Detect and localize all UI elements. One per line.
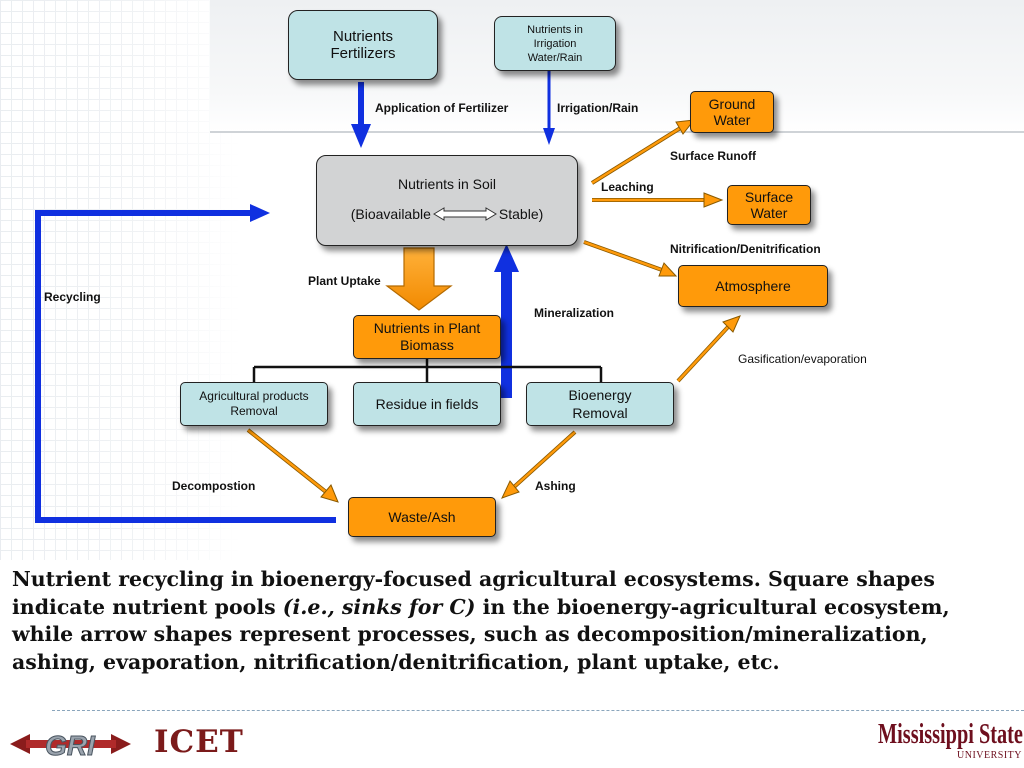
caption-part-1: Nutrient recycling in bioenergy-focused … bbox=[12, 567, 935, 619]
leaching-arrow bbox=[592, 192, 724, 208]
waste-ash-label: Waste/Ash bbox=[388, 509, 456, 525]
surface-water-pool: Surface Water bbox=[727, 185, 811, 225]
fertilizers-label: Nutrients Fertilizers bbox=[330, 28, 396, 62]
decomposition-label: Decompostion bbox=[172, 479, 256, 493]
ground-water-label: Ground Water bbox=[708, 96, 756, 128]
soil-stable: Stable) bbox=[498, 205, 544, 222]
fertilizers-pool: Nutrients Fertilizers bbox=[288, 10, 438, 80]
caption-part-2: in the bioenergy-agricultural ecosystem,… bbox=[12, 594, 950, 674]
ag-products-label: Agricultural products Removal bbox=[199, 389, 309, 418]
residue-pool: Residue in fields bbox=[353, 382, 501, 426]
msu-logo-university: UNIVERSITY bbox=[957, 750, 1022, 761]
leaching-label: Leaching bbox=[601, 180, 654, 194]
ground-water-pool: Ground Water bbox=[690, 91, 774, 133]
surface-runoff-label: Surface Runoff bbox=[670, 149, 757, 163]
ashing-label: Ashing bbox=[535, 479, 576, 493]
biomass-connector bbox=[252, 358, 603, 382]
msu-logo: Mississippi State UNIVERSITY bbox=[878, 718, 1024, 768]
caption-italic: (i.e., sinks for C) bbox=[282, 594, 476, 619]
soil-bioavailable: (Bioavailable bbox=[350, 205, 431, 222]
recycling-label: Recycling bbox=[44, 290, 101, 304]
band-divider bbox=[210, 131, 1024, 133]
nitrification-arrow bbox=[583, 240, 678, 277]
irrigation-pool: Nutrients in Irrigation Water/Rain bbox=[494, 16, 616, 71]
surface-water-label: Surface Water bbox=[744, 189, 794, 221]
waste-ash-pool: Waste/Ash bbox=[348, 497, 496, 537]
irrigation-rain-label: Irrigation/Rain bbox=[557, 101, 639, 115]
surface-runoff-arrow bbox=[590, 119, 696, 185]
figure-caption: Nutrient recycling in bioenergy-focused … bbox=[12, 566, 1012, 676]
recycling-arrow bbox=[35, 204, 336, 523]
msu-logo-name: Mississippi State bbox=[878, 718, 1023, 750]
soil-title: Nutrients in Soil bbox=[397, 175, 497, 192]
plant-biomass-pool: Nutrients in Plant Biomass bbox=[353, 315, 501, 359]
soil-forms: (Bioavailable Stable) bbox=[351, 206, 544, 222]
plant-biomass-label: Nutrients in Plant Biomass bbox=[373, 320, 481, 353]
application-label: Application of Fertilizer bbox=[375, 101, 509, 115]
ag-products-pool: Agricultural products Removal bbox=[180, 382, 328, 426]
bioenergy-label: Bioenergy Removal bbox=[568, 387, 632, 421]
plant-uptake-arrow bbox=[385, 247, 453, 311]
gasification-arrow bbox=[676, 315, 741, 383]
residue-label: Residue in fields bbox=[375, 396, 479, 412]
gasification-label: Gasification/evaporation bbox=[738, 352, 867, 366]
soil-pool: Nutrients in Soil (Bioavailable Stable) bbox=[316, 155, 578, 246]
mineralization-arrow bbox=[494, 244, 519, 398]
nitrification-label: Nitrification/Denitrification bbox=[670, 242, 821, 256]
gri-logo-text: GRI bbox=[45, 730, 96, 761]
plant-uptake-label: Plant Uptake bbox=[308, 274, 381, 288]
bioenergy-pool: Bioenergy Removal bbox=[526, 382, 674, 426]
irrigation-arrow bbox=[543, 68, 555, 145]
atmosphere-pool: Atmosphere bbox=[678, 265, 828, 307]
icet-logo: ICET bbox=[154, 724, 244, 760]
irrigation-label: Nutrients in Irrigation Water/Rain bbox=[527, 23, 583, 64]
atmosphere-label: Atmosphere bbox=[715, 278, 791, 294]
footer-divider bbox=[52, 710, 1024, 711]
decomposition-arrow bbox=[246, 428, 339, 503]
flow-arrows bbox=[35, 68, 741, 523]
application-arrow bbox=[351, 82, 371, 148]
exchange-icon bbox=[432, 206, 497, 221]
ashing-arrow bbox=[501, 430, 577, 499]
mineralization-label: Mineralization bbox=[534, 306, 615, 320]
gri-logo: GRI bbox=[10, 730, 131, 762]
